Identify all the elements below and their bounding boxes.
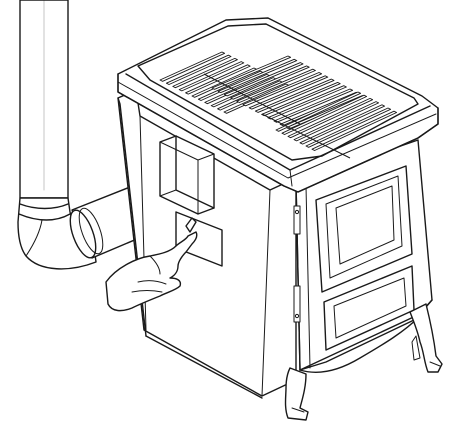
rear-flange [159, 135, 215, 215]
grille-slot [211, 55, 292, 90]
grille-slot [217, 58, 298, 94]
grille-slot [275, 91, 362, 132]
grille-slot [242, 72, 323, 107]
side-hinges [293, 205, 301, 323]
flue-pipe [19, 0, 69, 199]
grille-rib [261, 113, 351, 159]
grille-slot [185, 64, 251, 95]
grille-slot [287, 97, 374, 139]
grille-slot [305, 107, 392, 148]
grille-slot [159, 51, 226, 82]
top-cover [117, 17, 439, 193]
grille-slot [236, 68, 316, 103]
grille-slot [311, 110, 398, 151]
side-door [315, 165, 413, 293]
top-grille [159, 51, 398, 159]
hand [105, 217, 198, 312]
grille-slot [172, 57, 238, 89]
grille-rib [203, 73, 301, 125]
grille-slot [299, 104, 386, 145]
grille-slot [230, 65, 310, 100]
grille-slot [267, 85, 347, 120]
grille-slot [223, 62, 304, 97]
grille-slot [248, 75, 329, 110]
grille-slot [293, 101, 380, 142]
grille-slot [254, 78, 335, 113]
grille-slot [165, 54, 232, 85]
rear-opening [175, 211, 223, 267]
grille-slot [281, 94, 368, 135]
grille-slot [178, 61, 245, 92]
grille-slot [273, 88, 354, 123]
grille-slot [261, 81, 341, 117]
legs [284, 303, 443, 421]
